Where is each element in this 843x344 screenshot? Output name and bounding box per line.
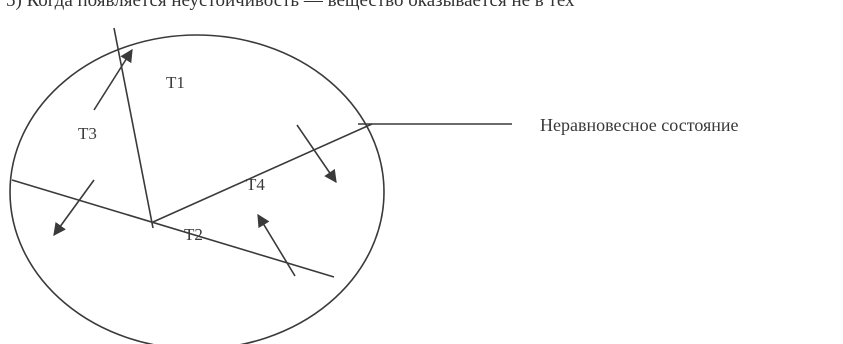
region-label-t1: T1 bbox=[166, 73, 185, 92]
arrow-t2-up bbox=[257, 213, 296, 277]
region-label-t4: T4 bbox=[246, 175, 265, 194]
state-circle bbox=[9, 34, 385, 344]
boundary-line-t1-t3 bbox=[113, 27, 154, 229]
region-label-t2: T2 bbox=[184, 225, 203, 244]
arrow-t3-down bbox=[53, 179, 95, 237]
arrow-t3-up bbox=[93, 48, 133, 111]
boundary-line-t1-t4 bbox=[152, 123, 373, 223]
arrow-t4-down bbox=[296, 124, 337, 184]
region-label-t3: T3 bbox=[78, 124, 97, 143]
callout-label-nonequilibrium: Неравновесное состояние bbox=[540, 115, 739, 135]
cropped-header-text: 5) Когда появляется неустойчивость — вещ… bbox=[6, 0, 575, 11]
boundary-line-t2-t3 bbox=[11, 179, 335, 278]
